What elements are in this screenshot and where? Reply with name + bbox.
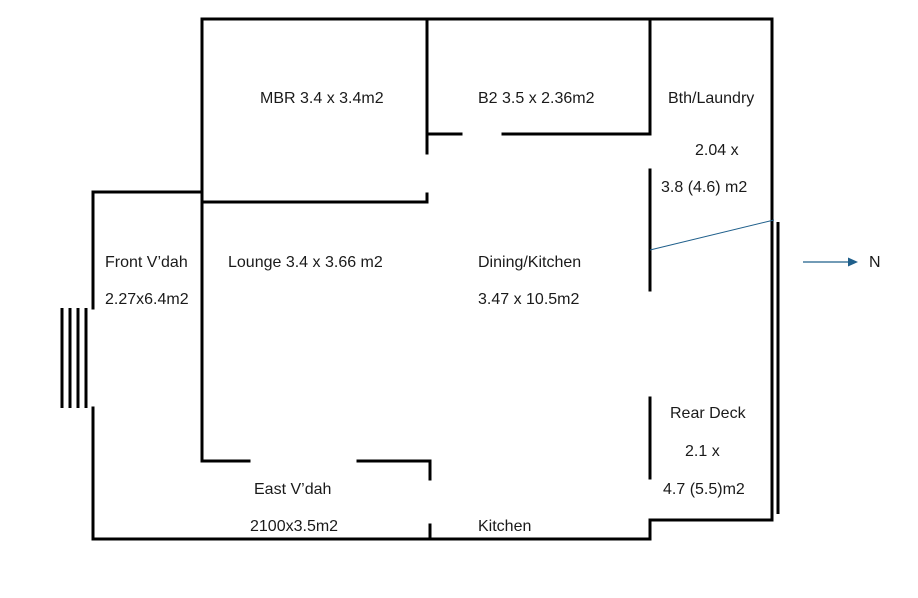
outer-walls: [91, 17, 774, 541]
room-label-dining: Dining/Kitchen: [478, 254, 582, 271]
room-dim-front-verandah: 2.27x6.4m2: [105, 291, 189, 308]
room-dim-dining: 3.47 x 10.5m2: [478, 291, 580, 308]
diagonal-line: [649, 219, 775, 251]
room-dim-bath-2: 3.8 (4.6) m2: [661, 179, 748, 196]
north-label: N: [869, 254, 881, 271]
north-arrow: [803, 257, 858, 267]
room-label-rear-deck: Rear Deck: [670, 405, 746, 422]
front-steps: [60, 308, 88, 408]
room-label-east-verandah: East V’dah: [254, 481, 332, 498]
room-label-front-verandah: Front V’dah: [105, 254, 188, 271]
north-arrow-head-icon: [848, 257, 858, 267]
room-label-b2: B2 3.5 x 2.36m2: [478, 90, 595, 107]
room-label-lounge: Lounge 3.4 x 3.66 m2: [228, 254, 383, 271]
room-dim-rear-deck-1: 2.1 x: [685, 443, 720, 460]
room-dim-east-verandah: 2100x3.5m2: [250, 518, 339, 535]
interior-walls: [200, 17, 652, 541]
room-dim-rear-deck-2: 4.7 (5.5)m2: [663, 481, 745, 498]
room-dim-bath-1: 2.04 x: [695, 142, 739, 159]
room-label-bath: Bth/Laundry: [668, 90, 755, 107]
room-label-mbr: MBR 3.4 x 3.4m2: [260, 90, 384, 107]
room-label-kitchen: Kitchen: [478, 518, 532, 535]
